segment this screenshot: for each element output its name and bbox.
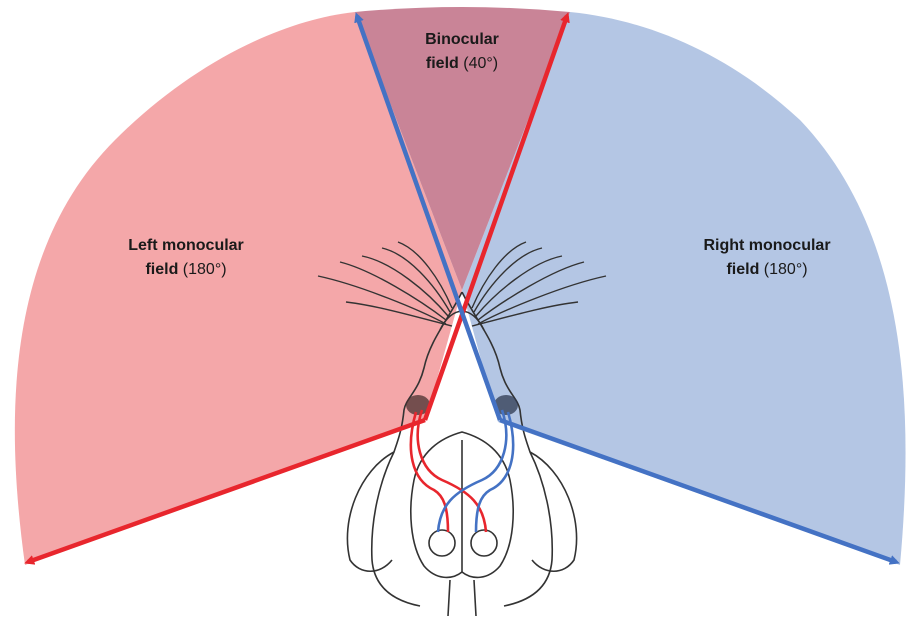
right-monocular-field-label: Right monocular field (180°) — [672, 234, 862, 282]
left-monocular-field-label: Left monocular field (180°) — [96, 234, 276, 282]
binocular-field-label: Binocular field (40°) — [402, 28, 522, 76]
